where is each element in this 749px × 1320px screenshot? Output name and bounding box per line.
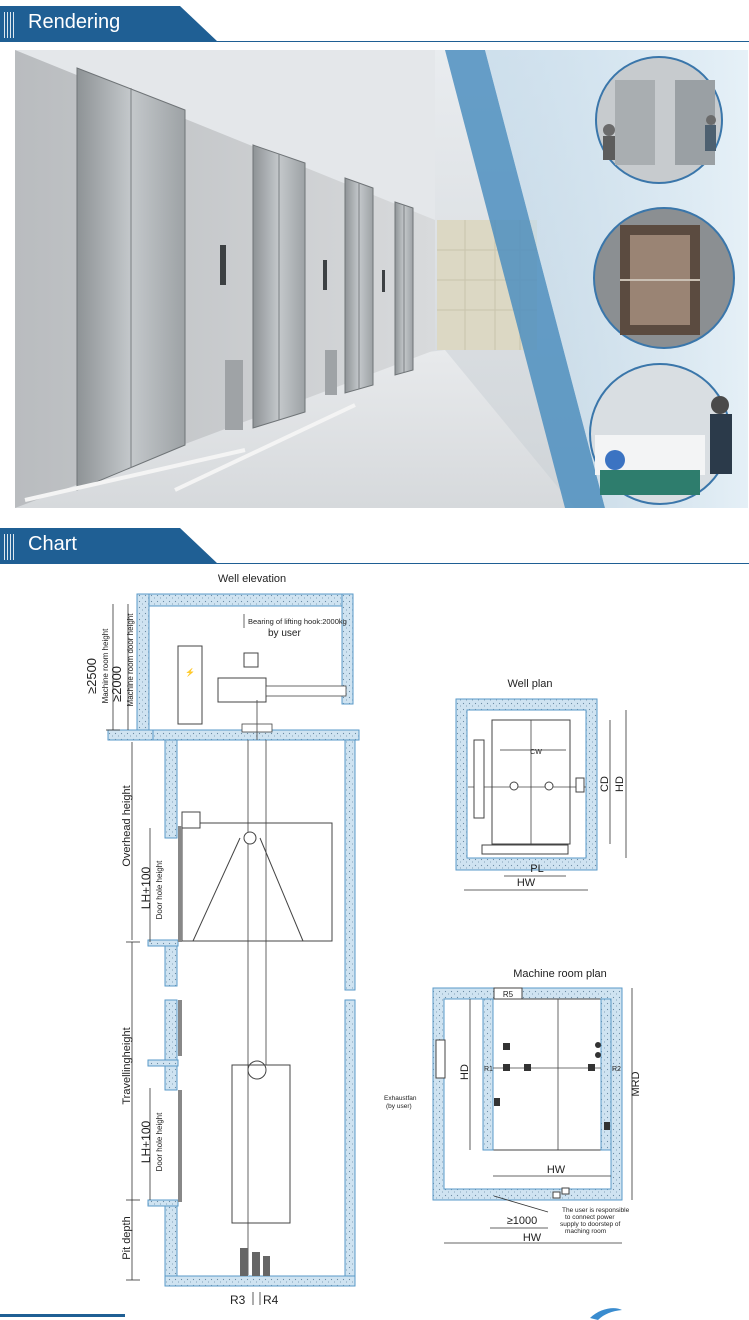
pl-label: PL: [530, 863, 543, 875]
well-plan-title: Well plan: [507, 678, 552, 690]
power-note-2: to connect power: [565, 1214, 615, 1221]
corridor-illustration: [15, 50, 748, 508]
rendering-section-header: Rendering: [0, 6, 749, 42]
counterweight-sheave: [247, 1060, 267, 1080]
footer-bar: [0, 1314, 125, 1317]
r4-label: R4: [263, 1293, 279, 1307]
section-tab: [0, 528, 218, 564]
travelling-height-label: Travellingheight: [121, 1027, 133, 1104]
power-note-3: supply to doorstep of: [560, 1221, 621, 1228]
chart-section-header: Chart: [0, 528, 749, 564]
mr-hw-inner-label: HW: [547, 1164, 566, 1176]
stripe-decoration: [4, 12, 16, 38]
hw-label: HW: [517, 877, 536, 889]
chart-title: Chart: [28, 533, 77, 555]
divider: [0, 563, 749, 564]
pit-depth-label: Pit depth: [121, 1216, 133, 1259]
photo-elevator-cabin: [593, 207, 735, 349]
r2-label: R2: [612, 1066, 621, 1073]
r1-label: R1: [484, 1066, 493, 1073]
exhaust-by-label: (by user): [386, 1103, 412, 1110]
machine-room-title: Machine room plan: [513, 968, 607, 980]
cw-label: CW: [530, 749, 542, 756]
well-elevation: Well elevation ⚡ Bearing of lifting hook: [84, 573, 360, 1307]
door-hole-label-lower: Door hole height: [155, 1112, 164, 1171]
control-cabinet: [177, 645, 203, 725]
machine-room-door-label: Machine room door height: [126, 613, 135, 707]
power-note-1: The user is responsible: [562, 1207, 630, 1214]
exhaust-label: Exhaustfan: [384, 1095, 417, 1102]
machine-beam: [265, 685, 347, 697]
machine-room-height-value: ≥2500: [84, 658, 99, 694]
counterweight: [231, 1064, 291, 1224]
hook-note: Bearing of lifting hook:2000kg: [248, 617, 347, 626]
well-elevation-title: Well elevation: [218, 573, 286, 585]
door-hole-value-lower: LH+100: [139, 1120, 153, 1163]
landing-door-upper: [178, 826, 182, 942]
overhead-height-label: Overhead height: [121, 785, 133, 866]
power-note-4: maching room: [565, 1228, 606, 1235]
door-hole-value-upper: LH+100: [139, 866, 153, 909]
machine-room-plan: Machine room plan R5 R1 R2 Exhaustfan (b…: [384, 968, 642, 1244]
well-plan: Well plan CW CD HD PL HW: [455, 678, 627, 891]
hook-markers: [494, 1042, 610, 1130]
divider: [0, 41, 749, 42]
shaft-walls: [107, 593, 360, 1287]
mrd-label: MRD: [630, 1071, 642, 1096]
footer-swoosh: [590, 1308, 622, 1320]
machine-room-height-label: Machine room height: [101, 628, 110, 703]
hoist-ropes: [247, 700, 267, 1275]
pit-buffers: [240, 1248, 270, 1276]
traction-machine: [217, 677, 267, 703]
rendering-title: Rendering: [28, 11, 121, 33]
exhaust-fan: [435, 1039, 446, 1079]
landing-door-lower: [178, 1090, 182, 1202]
lifting-hook: [243, 652, 259, 668]
r5-label: R5: [503, 990, 514, 999]
dimension-lines: [106, 604, 151, 1281]
photo-patient-transfer: [589, 363, 732, 505]
section-tab: [0, 6, 218, 42]
car-frame: [181, 822, 333, 942]
min-1000-label: ≥1000: [507, 1215, 538, 1227]
door-hole-label-upper: Door hole height: [155, 860, 164, 919]
lightning-icon: ⚡: [185, 667, 195, 677]
mr-hd-label: HD: [459, 1064, 471, 1080]
machine-room-dimensions: [444, 988, 633, 1244]
hd-label: HD: [614, 776, 626, 792]
stripe-decoration: [4, 534, 16, 560]
well-plan-dimensions: [464, 710, 627, 891]
photo-hospital-lobby: [595, 56, 723, 184]
well-plan-walls: [455, 698, 598, 871]
rendering-image: [15, 50, 748, 508]
machine-room-door-value: ≥2000: [109, 666, 124, 702]
cd-label: CD: [599, 776, 611, 792]
r3-label: R3: [230, 1293, 246, 1307]
technical-drawings: Well elevation ⚡ Bearing of lifting hook: [0, 573, 642, 1320]
by-user-note: by user: [268, 628, 301, 639]
mr-hw-outer-label: HW: [523, 1232, 542, 1244]
